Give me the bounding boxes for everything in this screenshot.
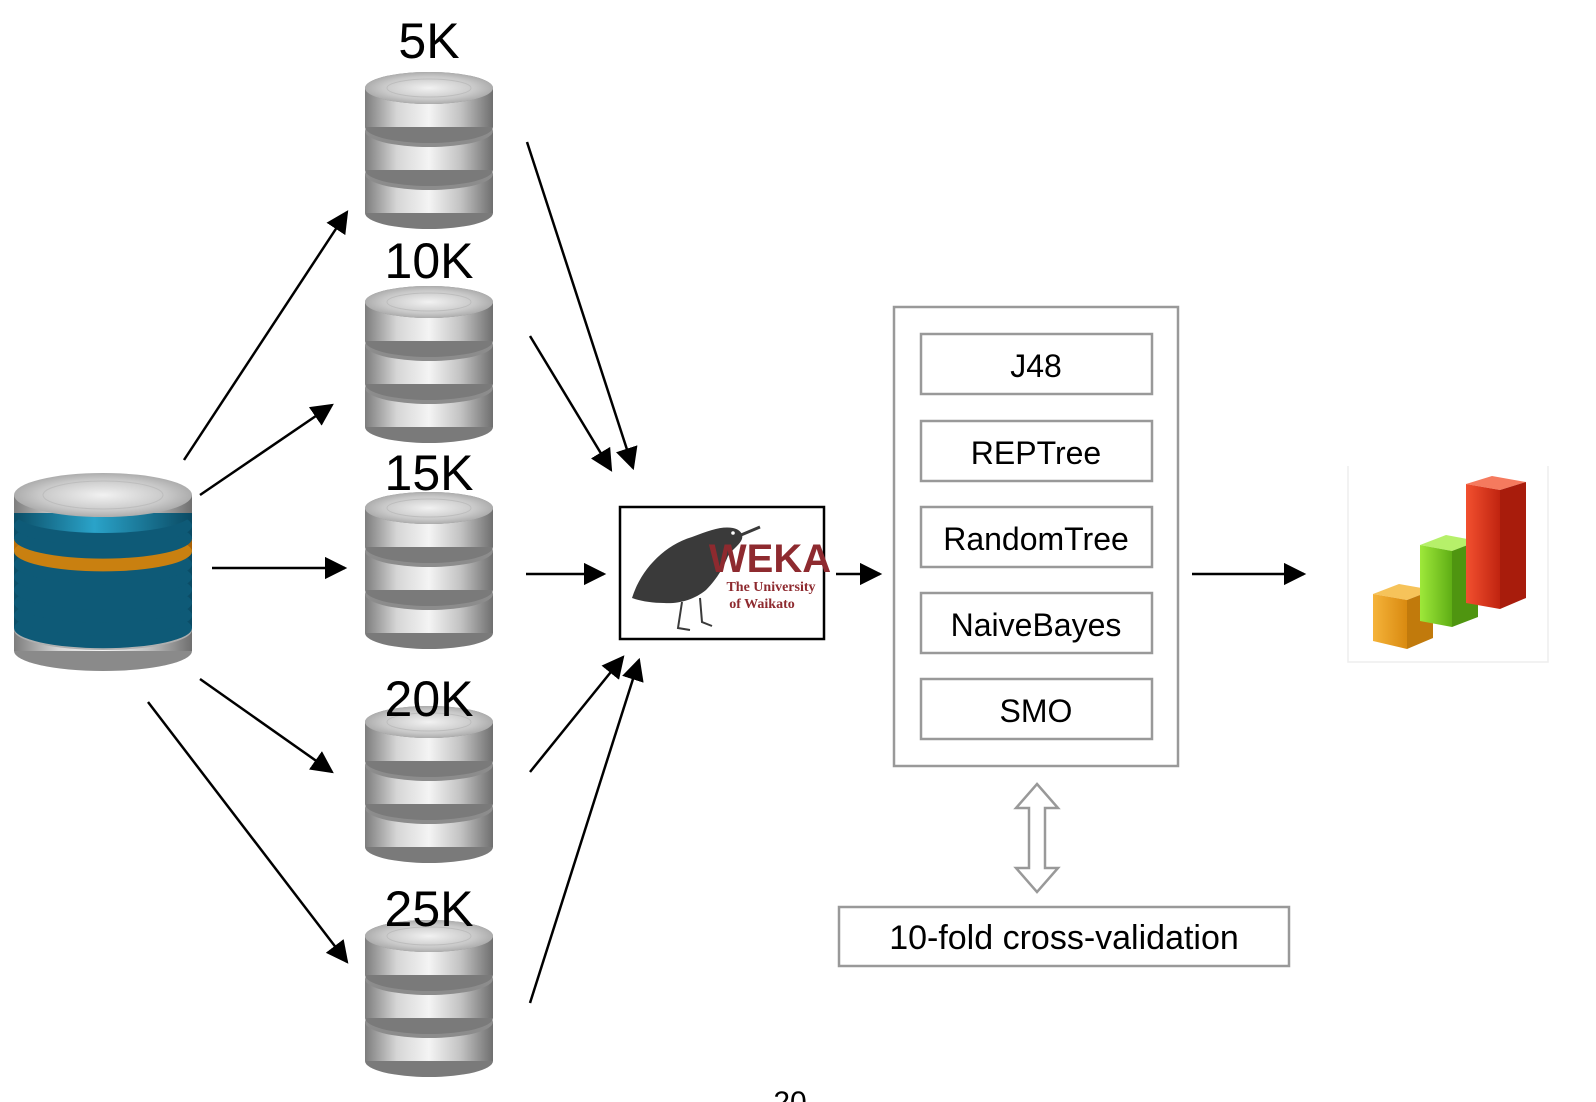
cross-validation-label: 10-fold cross-validation (889, 919, 1239, 957)
weka-subtitle-line2: of Waikato (729, 597, 794, 612)
weka-logo-box: WEKA The University of Waikato (618, 505, 831, 641)
database-cylinder-icon (365, 72, 493, 229)
classifier-naivebayes: NaiveBayes (919, 591, 1154, 655)
dataset-size-label: 10K (385, 233, 474, 289)
dataset-size-label: 25K (385, 881, 474, 937)
dataset-25k: 25K (365, 881, 493, 1077)
weka-title: WEKA (709, 537, 831, 581)
weka-subtitle-line1: The University (726, 580, 815, 595)
arrow-10k-to-weka (528, 335, 613, 472)
dataset-10k: 10K (365, 233, 493, 443)
arrow-to-10k (199, 403, 334, 497)
classifier-label: RandomTree (943, 521, 1129, 557)
database-cylinder-icon (365, 920, 493, 1077)
results-chart-icon (1347, 466, 1549, 663)
double-arrow-icon (1013, 782, 1061, 894)
arrow-to-20k (199, 677, 334, 774)
classifier-label: REPTree (971, 435, 1101, 471)
database-cylinder-icon (365, 706, 493, 863)
arrow-25k-to-weka (528, 657, 644, 1004)
dataset-group: 5K 10K 15K 20K 25K (365, 13, 493, 1077)
cross-validation-box: 10-fold cross-validation (837, 905, 1291, 968)
classifier-randomtree: RandomTree (919, 505, 1154, 569)
classifier-smo: SMO (919, 677, 1154, 741)
dataset-5k: 5K (365, 13, 493, 229)
classifier-label: J48 (1010, 348, 1062, 384)
dataset-size-label: 20K (385, 671, 474, 727)
arrow-to-25k (147, 701, 349, 964)
database-cylinder-icon (365, 492, 493, 649)
classifier-reptree: REPTree (919, 419, 1154, 483)
classifier-label: SMO (1000, 693, 1073, 729)
weka-bird-icon (632, 525, 761, 631)
dataset-15k: 15K (365, 445, 493, 649)
dataset-size-label: 15K (385, 445, 474, 501)
classifier-j48: J48 (919, 332, 1154, 396)
dataset-20k: 20K (365, 671, 493, 863)
page-number: 20 (773, 1086, 806, 1102)
dataset-size-label: 5K (398, 13, 459, 69)
database-cylinder-icon (365, 286, 493, 443)
weka-input-arrows (525, 141, 644, 1004)
classifier-label: NaiveBayes (951, 607, 1122, 643)
arrow-5k-to-weka (525, 141, 638, 471)
split-arrows (147, 210, 349, 964)
source-database-icon (14, 473, 192, 671)
arrow-to-5k (182, 210, 349, 461)
arrow-20k-to-weka (529, 655, 625, 773)
